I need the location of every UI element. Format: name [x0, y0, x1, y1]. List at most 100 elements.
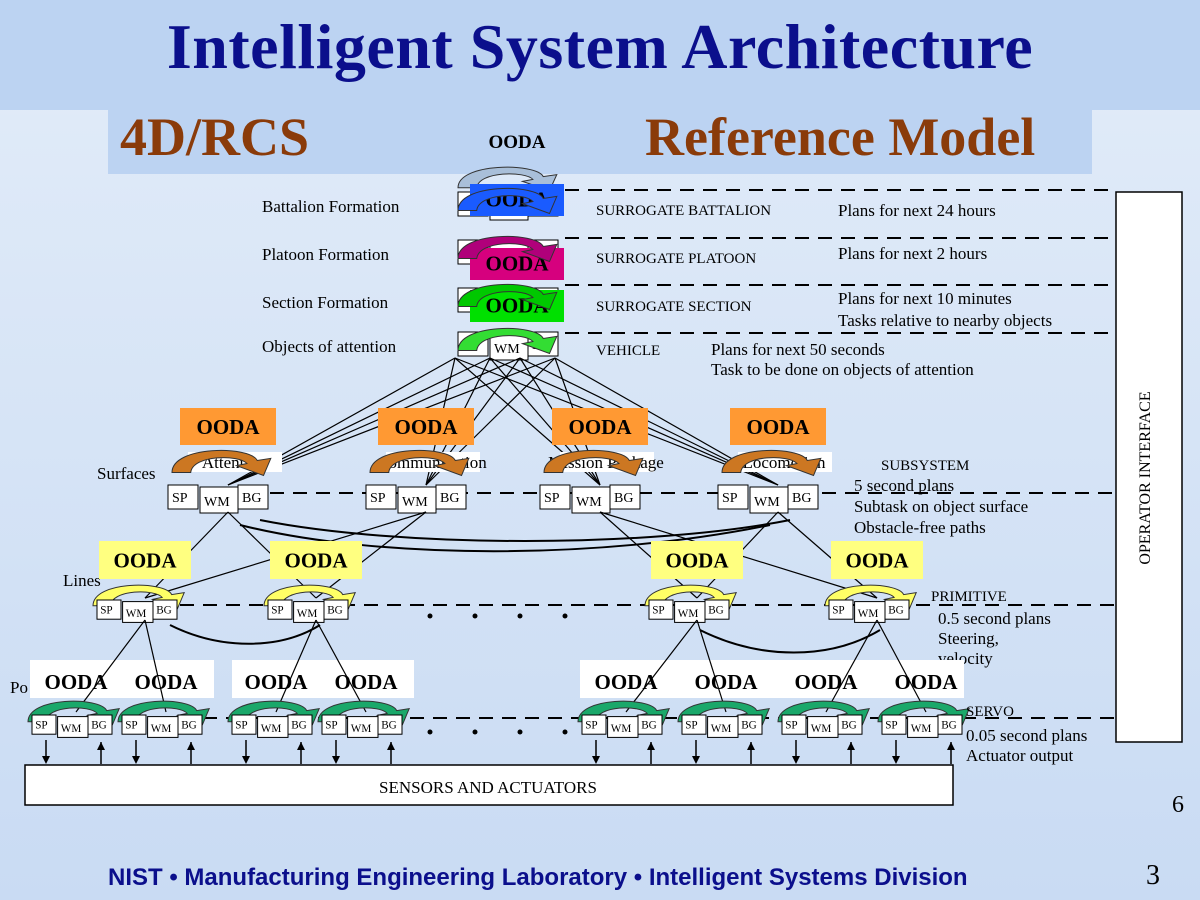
- servo-node-1-sp-label: SP: [125, 720, 137, 732]
- primitive-arrow-0: [92, 584, 186, 610]
- subtitle-right: Reference Model: [645, 107, 1036, 167]
- primitive-node-1-wm-box: [293, 601, 325, 623]
- subsystem-node-0-bg-box: [237, 484, 269, 510]
- upper-level-name-3: VEHICLE: [596, 343, 660, 359]
- servo-io-arrow-b-4: [647, 742, 655, 750]
- primitive-ooda-1-box: [270, 541, 362, 579]
- subsystem-ooda-3-box: [730, 408, 826, 445]
- link-servo-2: [275, 619, 317, 713]
- subsystem-node-0-wm-label: WM: [204, 495, 230, 510]
- servo-io-arrow-b-0: [97, 742, 105, 750]
- servo-io-arrow-a-3: [332, 756, 340, 764]
- primitive-node-3-sp-label: SP: [832, 605, 844, 617]
- servo-arrow-5: [677, 700, 771, 726]
- upper-arrow-3: [457, 327, 558, 355]
- servo-node-3-sp-box: [321, 714, 347, 735]
- subtitle-left: 4D/RCS: [120, 107, 310, 167]
- subsystem-node-2-wm-box: [571, 486, 611, 514]
- primitive-node-1-sp-box: [267, 599, 293, 620]
- servo-node-7-wm-label: WM: [911, 723, 932, 735]
- subsystem-link-curve-1: [239, 524, 771, 553]
- servo-io-arrow-a-1: [132, 756, 140, 764]
- servo-node-2-sp-label: SP: [235, 720, 247, 732]
- subsystem-node-0: SP WM BG: [167, 484, 269, 514]
- subsystem-desc-1: Subtask on object surface: [854, 497, 1028, 516]
- top-ooda-label: OODA: [489, 132, 546, 153]
- servo-io-arrow-a-6: [792, 756, 800, 764]
- servo-ooda-label-5: OODA: [695, 670, 759, 694]
- primitive-node-0-wm-label: WM: [126, 608, 147, 620]
- primitive-ooda-0-box: [99, 541, 191, 579]
- servo-ooda-label-1: OODA: [135, 670, 199, 694]
- subsystem-node-3-wm-label: WM: [754, 495, 780, 510]
- subsystem-node-3-bg-label: BG: [792, 491, 811, 506]
- link-servo-6: [825, 619, 878, 713]
- servo-io-arrow-a-2: [242, 756, 250, 764]
- servo-ellipsis-dot-1: [472, 729, 478, 735]
- servo-node-3-sp-label: SP: [325, 720, 337, 732]
- primitive-ellipsis-dot-3: [562, 613, 568, 619]
- primitive-node-0-bg-label: BG: [156, 605, 172, 617]
- footer-text: NIST • Manufacturing Engineering Laborat…: [108, 864, 968, 891]
- upper-arrow-2: [457, 283, 558, 311]
- servo-node-6-sp-label: SP: [785, 720, 797, 732]
- servo-ellipsis-dot-0: [427, 729, 433, 735]
- link-primitive-b-1: [315, 511, 427, 599]
- primitive-node-3-bg-label: BG: [888, 605, 904, 617]
- slide-number: 6: [1172, 792, 1184, 818]
- subsystem-node-0-bg-label: BG: [242, 491, 261, 506]
- servo-node-7-wm-box: [907, 716, 939, 738]
- subsystem-ooda-2-label: OODA: [569, 415, 633, 439]
- battalion-desc-0: Plans for next 24 hours: [838, 201, 996, 220]
- primitive-ooda-1-label: OODA: [285, 549, 349, 573]
- primitive-node-3-sp-box: [828, 599, 854, 620]
- subsystem-node-3-wm-box: [749, 486, 789, 514]
- servo-left-label: Po: [10, 678, 28, 697]
- servo-ooda-label-2: OODA: [245, 670, 309, 694]
- subsystem-level-name: SUBSYSTEM: [881, 458, 969, 474]
- servo-node-7-bg-label: BG: [941, 720, 957, 732]
- primitive-ellipsis-dot-1: [472, 613, 478, 619]
- operator-interface-box: [1115, 191, 1183, 743]
- subsystem-ooda-0-label: OODA: [197, 415, 261, 439]
- servo-io-arrow-b-7: [947, 742, 955, 750]
- servo-node-1-bg-label: BG: [181, 720, 197, 732]
- servo-node-3-wm-box: [347, 716, 379, 738]
- servo-ooda-group-bg-2: [580, 660, 964, 698]
- subsystem-ooda-2-box: [552, 408, 648, 445]
- upper-level-name-0: SURROGATE BATTALION: [596, 203, 771, 219]
- servo-node-2-wm-label: WM: [261, 723, 282, 735]
- primitive-ooda-2-box: [651, 541, 743, 579]
- subsystem-link-curve-0: [259, 519, 791, 542]
- servo-node-6-bg-label: BG: [841, 720, 857, 732]
- servo-node-1-wm-box: [147, 716, 179, 738]
- subsystem-node-0-sp-label: SP: [172, 491, 188, 506]
- link-servo-5: [696, 619, 727, 713]
- upper-arrow-0: [457, 187, 558, 215]
- servo-ooda-label-0: OODA: [45, 670, 109, 694]
- subsystem-node-1-bg-box: [435, 484, 467, 510]
- platoon-desc-0: Plans for next 2 hours: [838, 244, 987, 263]
- subsystem-node-2-wm-label: WM: [576, 495, 602, 510]
- subsystem-left-label: Surfaces: [97, 464, 156, 483]
- primitive-desc-0: 0.5 second plans: [938, 609, 1051, 628]
- section-desc-0: Plans for next 10 minutes: [838, 289, 1012, 308]
- subsystem-node-3-sp-box: [717, 484, 749, 510]
- link-servo-1: [144, 619, 167, 713]
- subsystem-arrow-2: [543, 449, 644, 477]
- subsystem-arrow-1: [369, 449, 470, 477]
- primitive-node-0-wm-box: [122, 601, 154, 623]
- servo-ooda-label-6: OODA: [795, 670, 859, 694]
- subsystem-node-3-sp-label: SP: [722, 491, 738, 506]
- servo-ooda-label-4: OODA: [595, 670, 659, 694]
- primitive-left-label: Lines: [63, 571, 101, 590]
- subsystem-arrow-3: [721, 449, 822, 477]
